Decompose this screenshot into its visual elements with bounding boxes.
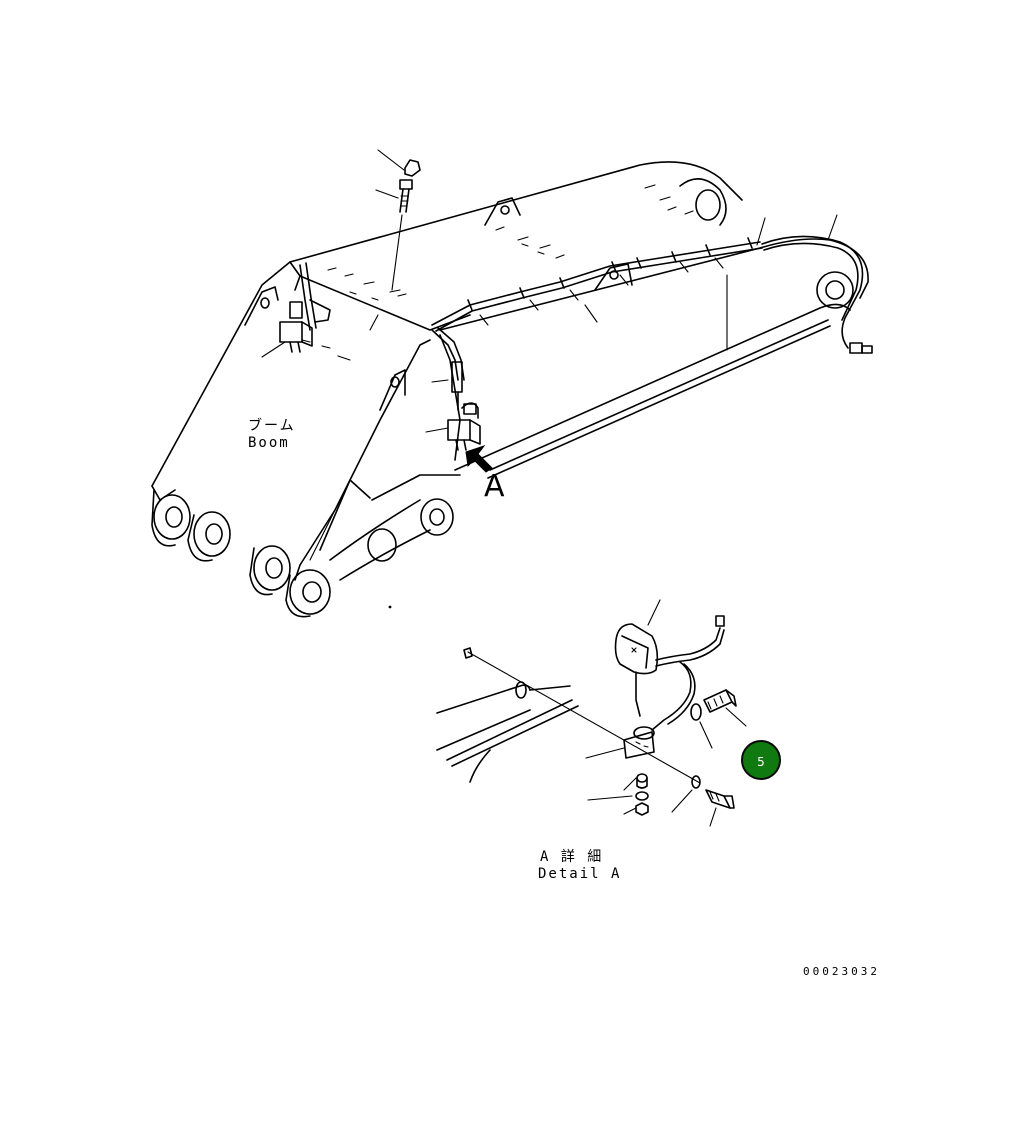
boom-lamp-right xyxy=(447,361,481,451)
part-callout-5[interactable]: 5 xyxy=(741,740,781,780)
drawing-dot xyxy=(388,605,392,609)
detail-label-jp: A 詳 細 xyxy=(540,849,604,865)
top-brackets xyxy=(244,197,633,411)
detail-label-en: Detail A xyxy=(538,866,622,882)
callout-number: 5 xyxy=(757,755,765,769)
boom-body xyxy=(151,161,869,581)
view-arrow xyxy=(465,445,493,473)
leader-lines-main xyxy=(261,149,838,433)
foot-bosses xyxy=(151,489,454,618)
boom-label-jp: ブーム xyxy=(248,418,296,434)
harness-clamps xyxy=(301,184,694,361)
view-marker: A xyxy=(484,469,505,504)
boom-label-en: Boom xyxy=(248,435,290,451)
bolt-nut-top xyxy=(391,159,421,291)
wiring-harness xyxy=(299,235,873,381)
boom-top-boss xyxy=(679,178,854,309)
drawing-number: 00023032 xyxy=(803,965,880,978)
boom-lamp-left xyxy=(279,301,313,353)
detail-a-illustration xyxy=(436,599,747,827)
